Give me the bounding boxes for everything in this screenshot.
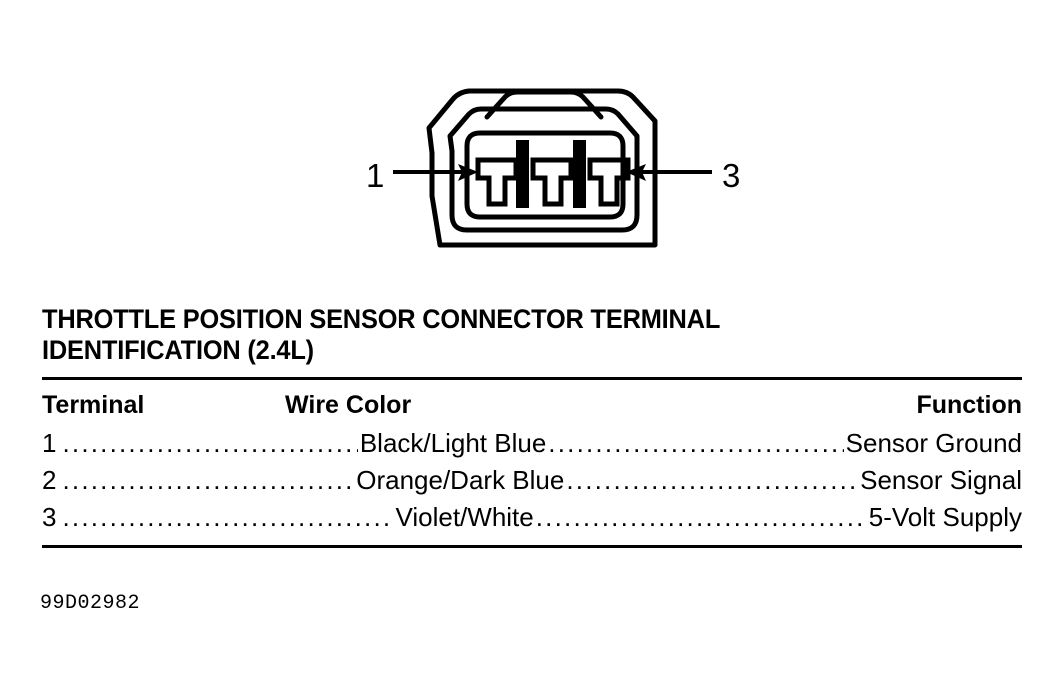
- terminal-identification-table: THROTTLE POSITION SENSOR CONNECTOR TERMI…: [42, 304, 1022, 548]
- cell-terminal: 2: [42, 465, 57, 495]
- arrow-right-icon: [458, 164, 478, 181]
- connector-cavity-housing: [464, 130, 626, 220]
- callout-label-3: 3: [722, 157, 740, 194]
- table-row: 2 Orange/Dark Blue Sensor Signal: [42, 462, 1022, 499]
- column-header-wire-color: Wire Color: [285, 391, 412, 419]
- table-rule-bottom: [42, 545, 1022, 548]
- arrow-left-icon: [626, 164, 646, 181]
- table-body: 1 Black/Light Blue Sensor Ground 2 Orang…: [42, 425, 1022, 536]
- table-header-row: Terminal Wire Color Function: [42, 390, 1022, 420]
- cell-wire-color: Black/Light Blue: [359, 428, 547, 458]
- terminal-cavity-1: [475, 157, 519, 207]
- table-row: 3 Violet/White 5-Volt Supply: [42, 499, 1022, 536]
- connector-figure: 1 3: [0, 0, 1064, 280]
- terminal-cavity-3: [587, 157, 631, 207]
- cell-terminal: 3: [42, 502, 57, 532]
- dot-leader: [548, 425, 843, 462]
- connector-inner-shell: [447, 106, 640, 233]
- connector-locking-tab: [484, 89, 604, 120]
- cell-function: 5-Volt Supply: [868, 502, 1022, 532]
- dot-leader: [536, 499, 867, 536]
- cell-wire-color: Violet/White: [395, 502, 534, 532]
- column-header-terminal: Terminal: [42, 391, 145, 419]
- table-row: 1 Black/Light Blue Sensor Ground: [42, 425, 1022, 462]
- table-rule-top: [42, 377, 1022, 380]
- dot-leader: [566, 462, 858, 499]
- cell-terminal: 1: [42, 428, 57, 458]
- cell-function: Sensor Ground: [845, 428, 1022, 458]
- dot-leader: [62, 499, 393, 536]
- table-title-line-2: IDENTIFICATION (2.4L): [42, 335, 314, 365]
- figure-reference-code: 99D02982: [40, 592, 141, 615]
- cavity-divider-1: [516, 140, 529, 208]
- callout-label-1: 1: [366, 157, 384, 194]
- dot-leader: [62, 425, 357, 462]
- cell-function: Sensor Signal: [860, 465, 1022, 495]
- column-header-function: Function: [916, 391, 1022, 419]
- terminal-cavity-2: [530, 157, 574, 207]
- table-title-line-1: THROTTLE POSITION SENSOR CONNECTOR TERMI…: [42, 304, 721, 334]
- cavity-divider-2: [573, 140, 586, 208]
- connector-drawing: 1 3: [366, 88, 740, 248]
- cell-wire-color: Orange/Dark Blue: [356, 465, 565, 495]
- dot-leader: [62, 462, 354, 499]
- connector-outer-shell: [426, 88, 658, 248]
